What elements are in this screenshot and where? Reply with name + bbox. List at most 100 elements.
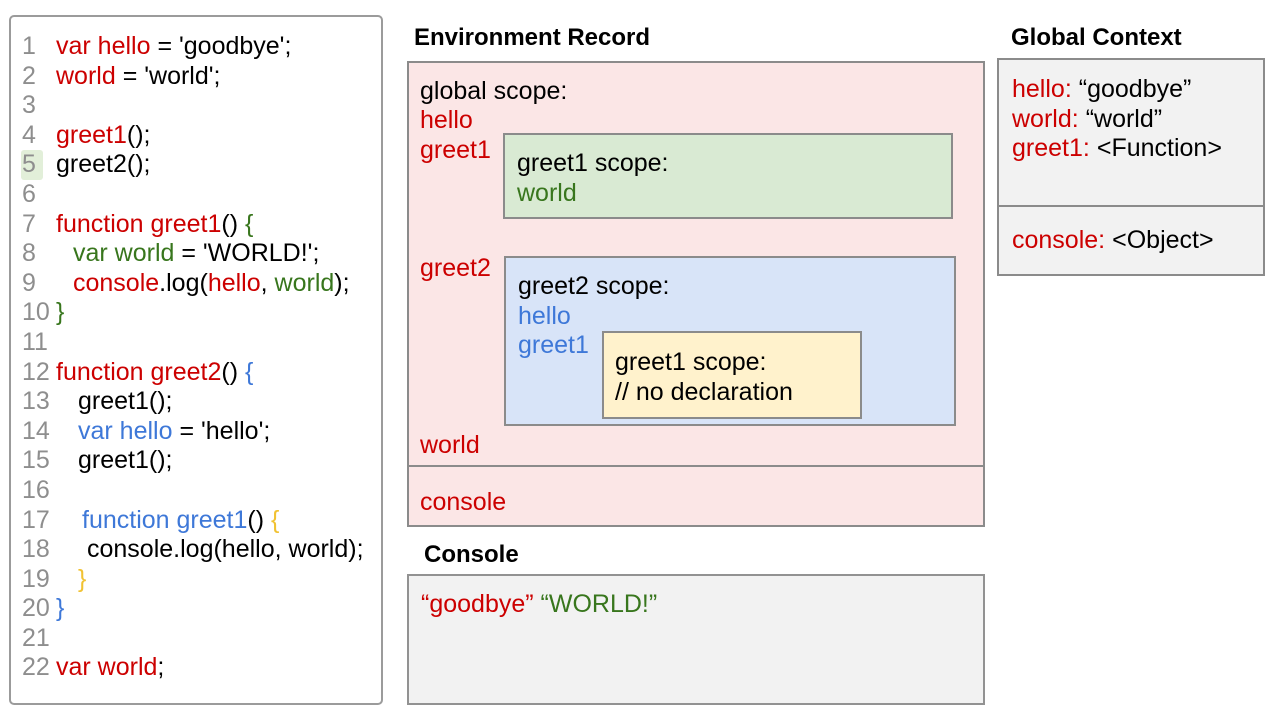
- code-text: console.log(hello, world);: [56, 535, 364, 565]
- code-token: ;: [157, 653, 165, 682]
- global-context-console-box: console:<Object>: [997, 205, 1265, 276]
- global-context-vars-box: hello:“goodbye” world:“world” greet1:<Fu…: [997, 58, 1265, 207]
- code-text: greet1();: [56, 121, 151, 151]
- code-line: 3: [11, 91, 381, 121]
- entry-name: hello:: [1012, 75, 1072, 103]
- greet2-scope-var-hello: hello: [518, 301, 571, 330]
- code-line: 2 world = 'world';: [11, 62, 381, 92]
- code-line: 20}: [11, 594, 381, 624]
- code-text: var world = 'WORLD!';: [56, 239, 319, 269]
- code-text: function greet1() {: [56, 506, 279, 536]
- code-token: world: [56, 61, 116, 90]
- code-token: (): [247, 505, 272, 534]
- code-token: {: [271, 505, 280, 534]
- code-token: );: [334, 268, 350, 297]
- code-text: }: [56, 298, 64, 328]
- code-token: var world: [73, 239, 175, 268]
- code-text: var hello = 'hello';: [56, 417, 270, 447]
- code-token: .log(: [159, 268, 208, 297]
- entry-value: “goodbye”: [1078, 75, 1192, 103]
- entry-name: world:: [1012, 104, 1079, 133]
- code-line: 18 console.log(hello, world);: [11, 535, 381, 565]
- global-scope-console-row: console: [407, 465, 985, 527]
- entry-name: console:: [1012, 226, 1106, 254]
- code-token: var hello: [56, 32, 151, 60]
- console-title: Console: [424, 541, 519, 568]
- code-token: function greet1: [56, 209, 222, 238]
- code-line: 21: [11, 624, 381, 654]
- global-scope-box: global scope: hello greet1 greet1 scope:…: [407, 61, 985, 467]
- code-token: (): [221, 209, 246, 238]
- code-token: hello: [207, 268, 261, 297]
- line-number: 15: [22, 446, 50, 475]
- entry-value: <Function>: [1096, 134, 1222, 162]
- code-token: [534, 590, 541, 618]
- code-token: console.log(hello, world);: [87, 535, 364, 564]
- code-token: ();: [126, 120, 151, 149]
- entry-name: greet1:: [1012, 134, 1090, 162]
- global-var-hello: hello: [420, 106, 473, 134]
- code-token: world: [274, 268, 335, 297]
- code-token: greet1();: [78, 446, 173, 475]
- code-token: function greet1: [82, 505, 248, 534]
- line-number: 6: [22, 179, 36, 208]
- line-number: 3: [22, 91, 36, 120]
- code-token: {: [245, 209, 254, 238]
- code-line: 4 greet1();: [11, 121, 381, 151]
- line-number: 18: [22, 535, 50, 564]
- entry-value: <Object>: [1112, 226, 1214, 254]
- code-token: = 'goodbye';: [150, 32, 292, 60]
- line-number: 1: [22, 32, 36, 60]
- line-number: 16: [22, 475, 50, 504]
- line-number: 2: [22, 61, 36, 90]
- code-token: {: [245, 357, 254, 386]
- global-context-entry-console: console:<Object>: [1012, 226, 1263, 256]
- global-scope-label: global scope:: [420, 77, 568, 105]
- code-token: “WORLD!”: [540, 590, 658, 618]
- code-line: 6: [11, 180, 381, 210]
- environment-record-title: Environment Record: [414, 24, 651, 51]
- code-token: greet1: [56, 120, 127, 149]
- global-var-greet2: greet2: [420, 254, 491, 282]
- line-number: 20: [22, 594, 50, 623]
- entry-value: “world”: [1085, 104, 1163, 133]
- line-number: 22: [22, 653, 50, 682]
- inner-greet1-scope-label: greet1 scope:: [615, 348, 767, 376]
- code-text: world = 'world';: [56, 62, 220, 92]
- code-token: }: [56, 594, 65, 623]
- code-token: ,: [260, 268, 275, 297]
- code-editor-panel: 1 var hello = 'goodbye'; 2 world = 'world';…: [9, 15, 383, 705]
- line-number: 12: [22, 357, 50, 386]
- code-token: function greet2: [56, 357, 222, 386]
- global-var-world: world: [420, 431, 480, 459]
- greet2-scope-var-greet1: greet1: [518, 331, 589, 359]
- code-text: greet1();: [56, 387, 172, 417]
- global-var-console: console: [420, 488, 507, 516]
- line-number: 11: [22, 327, 48, 356]
- code-text: var hello = 'goodbye';: [56, 32, 291, 62]
- code-text: }: [56, 565, 86, 595]
- line-number: 4: [22, 120, 36, 149]
- code-token: greet1();: [78, 387, 173, 416]
- code-token: “goodbye”: [421, 590, 534, 618]
- greet1-scope-box: greet1 scope: world: [503, 133, 953, 219]
- global-context-entry-world: world:“world”: [1012, 105, 1263, 135]
- line-number: 5: [11, 150, 56, 180]
- global-context-entry-hello: hello:“goodbye”: [1012, 75, 1263, 105]
- greet1-scope-var-world: world: [517, 178, 577, 207]
- code-text: }: [56, 594, 64, 624]
- console-output-box: “goodbye” “WORLD!”: [407, 574, 985, 705]
- line-number: 10: [22, 298, 50, 327]
- code-token: var world: [56, 653, 158, 682]
- inner-greet1-scope-comment: // no declaration: [615, 377, 793, 406]
- code-line: 19}: [11, 565, 381, 595]
- code-line: 15 greet1();: [11, 446, 381, 476]
- global-var-greet1: greet1: [420, 136, 491, 164]
- code-text: function greet2() {: [56, 358, 253, 388]
